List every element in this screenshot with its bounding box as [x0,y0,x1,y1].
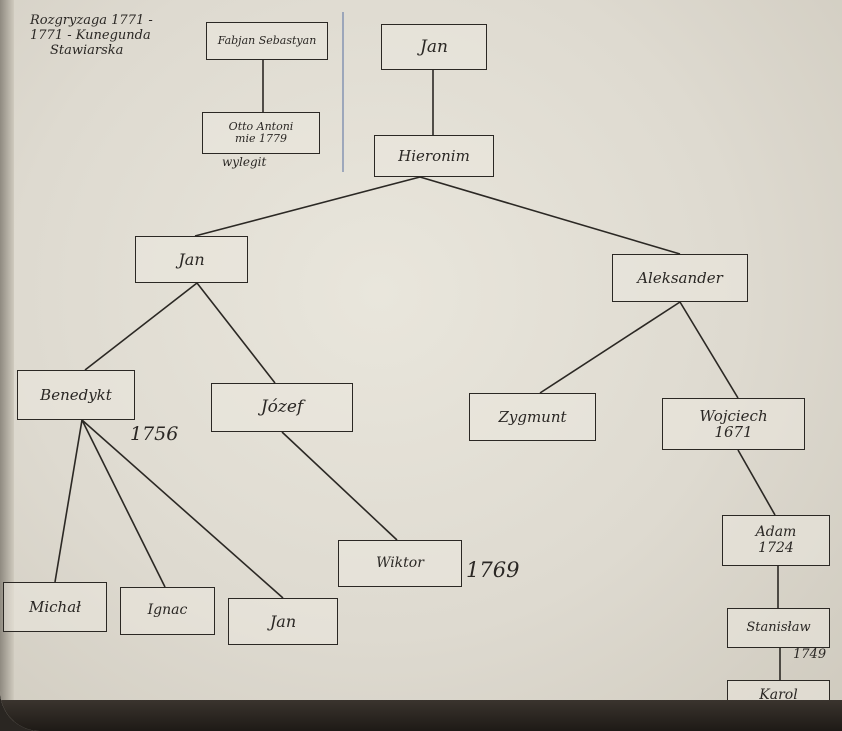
person-name: Wojciech [699,406,768,425]
person-name: Fabjan Sebastyan [217,33,317,47]
person-name: Adam [755,524,797,541]
edge-wojciech-adam [737,449,776,516]
notebook-bottom-edge [0,700,842,731]
person-box-jan-gen3: Jan [135,236,248,283]
edge-hieronim-jan [194,176,421,237]
person-box-ignac: Ignac [120,587,215,635]
person-box-jan-root: Jan [381,24,487,70]
edge-jozef-wiktor [281,431,398,541]
person-box-wojciech: Wojciech 1671 [662,398,805,450]
person-name: Benedykt [40,385,112,404]
person-box-stanislaw: Stanisław [727,608,830,648]
note-line-1: Rozgryzaga 1771 - [30,13,153,28]
edge-jan-benedykt [84,282,198,371]
person-note-otto: wylegit [222,155,267,169]
person-name: Ignac [147,602,188,619]
person-box-hieronim: Hieronim [374,135,494,177]
person-name: Aleksander [637,268,723,287]
person-name: Jan [178,249,205,269]
person-name: Wiktor [376,554,424,571]
edge-hieronim-aleksander [419,176,681,255]
person-name: Zygmunt [498,407,567,426]
edge-benedykt-jan [81,419,284,599]
person-year: 1671 [714,423,753,441]
person-year-stanislaw: 1749 [793,647,827,662]
person-name: Karol [759,687,798,704]
person-year: mie 1779 [235,132,287,145]
edge-jan-jozef [196,282,276,384]
person-year-wiktor: 1769 [466,558,520,582]
person-name: Jan [269,611,297,631]
person-name: Józef [260,397,304,418]
note-line-3: Stawiarska [50,42,124,58]
edge-benedykt-michal [54,419,83,583]
person-year-benedykt: 1756 [130,423,179,445]
person-box-otto: Otto Antoni mie 1779 [202,112,320,154]
person-box-wiktor: Wiktor [338,540,462,587]
person-name: Michał [28,597,82,616]
edge-aleksander-wojciech [679,301,739,399]
person-box-jozef: Józef [211,383,353,432]
person-name: Stanisław [746,619,811,635]
person-box-adam: Adam 1724 [722,515,830,566]
person-name: Hieronim [398,146,470,165]
marginal-note: Rozgryzaga 1771 - 1771 - Kunegunda Stawi… [30,13,153,59]
person-box-michal: Michał [3,582,107,632]
edge-aleksander-zygmunt [539,301,681,394]
edge-benedykt-ignac [81,419,166,588]
person-name: Otto Antoni [228,119,294,133]
person-box-jan-small: Jan [228,598,338,645]
person-box-fabjan: Fabjan Sebastyan [206,22,328,60]
page-binding [0,0,14,731]
person-box-zygmunt: Zygmunt [469,393,596,441]
person-year: 1724 [758,539,794,556]
person-box-benedykt: Benedykt [17,370,135,420]
person-box-aleksander: Aleksander [612,254,748,302]
person-name: Jan [420,36,448,57]
note-line-2: 1771 - Kunegunda [30,27,151,43]
